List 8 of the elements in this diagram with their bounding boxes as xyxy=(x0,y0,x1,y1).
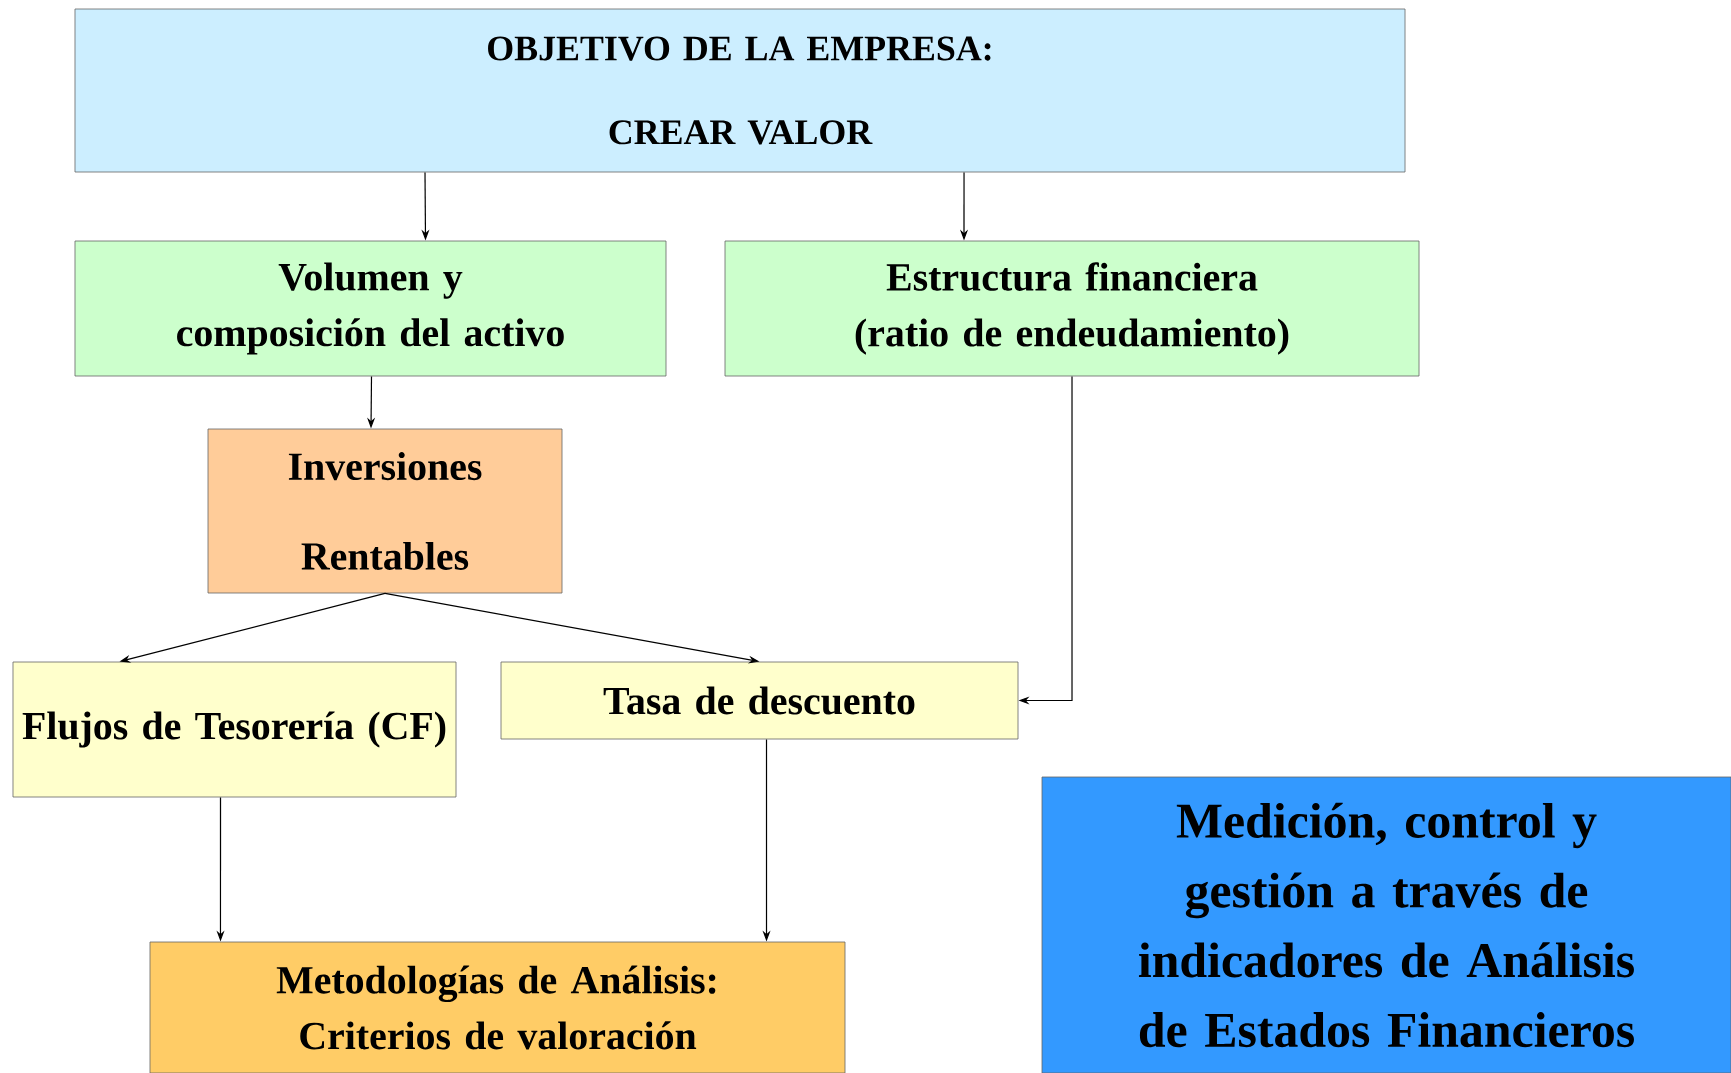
summary-box: Medición, control y gestión a través de indicadores de Análisis de Estados Financieros xyxy=(1041,776,1731,1073)
process-box: Flujos de Tesorería (CF) xyxy=(12,661,457,798)
process-box: Tasa de descuento xyxy=(500,661,1019,740)
process-box: Estructura financiera (ratio de endeudamiento) xyxy=(724,240,1420,377)
process-box: Volumen y composición del activo xyxy=(74,240,667,377)
process-box: Inversiones Rentables xyxy=(207,428,563,594)
goal-box: OBJETIVO DE LA EMPRESA: CREAR VALOR xyxy=(74,8,1406,173)
process-box: Metodologías de Análisis: Criterios de valoración xyxy=(149,941,846,1073)
